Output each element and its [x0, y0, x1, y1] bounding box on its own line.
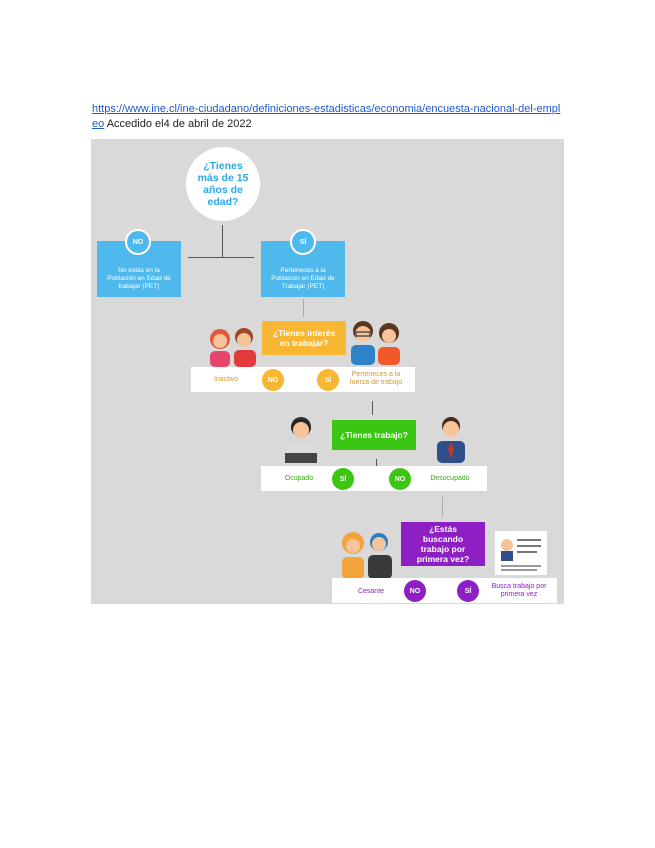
connector-vertical-2	[303, 299, 304, 317]
woman-icon	[206, 327, 266, 372]
flowchart-panel: ¿Tienes más de 15 años de edad? No estás…	[91, 139, 564, 604]
badge-si-age: SÍ	[290, 229, 316, 255]
label-desocupado: Desocupado	[430, 475, 470, 482]
operator-icon	[281, 415, 321, 468]
badge-no-age: NO	[125, 229, 151, 255]
label-busca-primera-vez: Busca trabajo por primera vez	[491, 583, 547, 598]
accessed-date: Accedido el4 de abril de 2022	[104, 118, 252, 130]
badge-no-interest: NO	[262, 369, 284, 391]
resume-icon	[495, 531, 547, 575]
badge-si-interest: SÍ	[317, 369, 339, 391]
question-first-job: ¿Estás buscando trabajo por primera vez?	[401, 522, 485, 566]
badge-si-job: SÍ	[332, 468, 354, 490]
source-caption: https://www.ine.cl/ine-ciudadano/definic…	[92, 102, 562, 132]
connector-vertical-1	[222, 225, 223, 257]
question-age: ¿Tienes más de 15 años de edad?	[186, 147, 260, 221]
youth-icon	[337, 529, 397, 584]
label-cesante: Cesante	[357, 588, 385, 595]
label-inactivo: Inactivo	[213, 376, 239, 383]
strip-job-options	[261, 466, 487, 491]
badge-no-job: NO	[389, 468, 411, 490]
strip-interest-options	[191, 367, 415, 392]
badge-no-first: NO	[404, 580, 426, 602]
label-ocupado: Ocupado	[284, 475, 314, 482]
man-glasses-icon	[347, 319, 407, 372]
source-link[interactable]: https://www.ine.cl/ine-ciudadano/definic…	[92, 103, 561, 130]
badge-si-first: SÍ	[457, 580, 479, 602]
label-fuerza-trabajo: Perteneces a la fuerza de trabajo	[349, 371, 403, 386]
strip-first-job-options	[332, 578, 557, 603]
connector-horizontal-1	[188, 257, 254, 258]
question-interest: ¿Tienes interés en trabajar?	[262, 321, 346, 355]
connector-vertical-3	[372, 401, 373, 415]
connector-vertical-4	[442, 497, 443, 517]
businessman-icon	[431, 415, 471, 468]
question-has-job: ¿Tienes trabajo?	[332, 420, 416, 450]
